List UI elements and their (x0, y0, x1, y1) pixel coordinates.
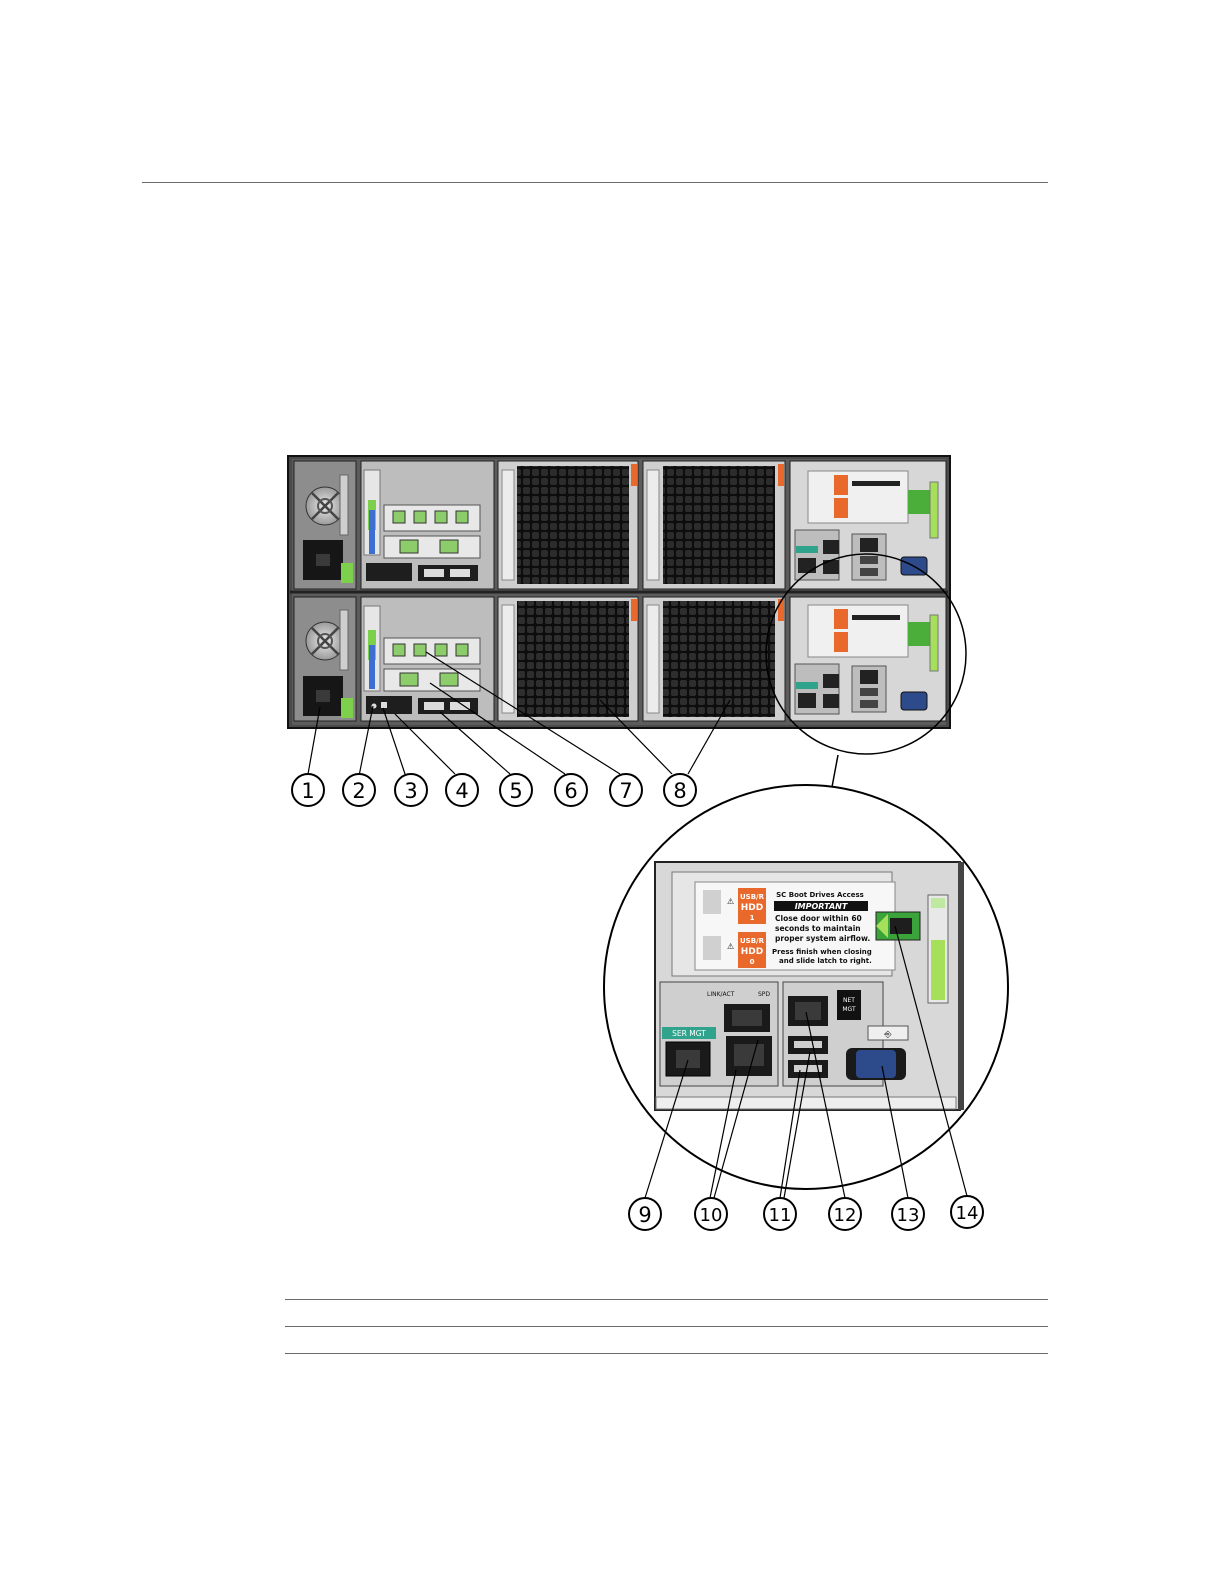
svg-text:⚠: ⚠ (727, 897, 734, 906)
callout-3: 3 (395, 774, 427, 806)
callout-5: 5 (500, 774, 532, 806)
ethernet-port[interactable] (414, 644, 426, 656)
callout-8: 8 (664, 774, 696, 806)
svg-text:Press finish when closing: Press finish when closing (772, 948, 872, 956)
callout-1: 1 (292, 774, 324, 806)
drive-tag-2: USB/R HDD 0 (738, 932, 766, 968)
power-supply-top[interactable] (294, 461, 356, 589)
callout-2: 2 (343, 774, 375, 806)
callout-12: 12 (829, 1198, 861, 1230)
callouts-bottom: 9 10 11 12 13 14 (629, 1196, 983, 1230)
svg-text:SER MGT: SER MGT (672, 1029, 706, 1038)
fiber-card (384, 669, 480, 691)
fiber-port[interactable] (440, 673, 458, 686)
svg-text:and slide latch to right.: and slide latch to right. (779, 957, 872, 965)
svg-text:2: 2 (352, 779, 365, 803)
svg-text:⚠: ⚠ (727, 942, 734, 951)
fan-module-2[interactable] (643, 461, 785, 589)
svg-text:9: 9 (638, 1203, 651, 1227)
fan-module-4[interactable] (643, 597, 785, 721)
system-controller-bottom (790, 597, 946, 721)
svg-text:seconds to maintain: seconds to maintain (775, 924, 861, 933)
svg-text:12: 12 (834, 1205, 857, 1226)
svg-text:3: 3 (404, 779, 417, 803)
svg-text:MGT: MGT (842, 1006, 856, 1013)
svg-text:USB/R: USB/R (740, 893, 765, 901)
svg-text:proper system airflow.: proper system airflow. (775, 934, 870, 943)
ethernet-port[interactable] (435, 644, 447, 656)
svg-text:4: 4 (455, 779, 468, 803)
svg-text:NET: NET (843, 997, 855, 1004)
svg-text:SPD: SPD (758, 991, 770, 998)
svg-text:8: 8 (673, 779, 686, 803)
callout-10: 10 (695, 1198, 727, 1230)
svg-text:HDD: HDD (741, 947, 763, 957)
ethernet-port[interactable] (456, 644, 468, 656)
svg-text:USB/R: USB/R (740, 937, 765, 945)
svg-text:LINK/ACT: LINK/ACT (707, 991, 735, 998)
ser-mgt-port[interactable]: SER MGT (662, 1027, 716, 1076)
svg-text:10: 10 (700, 1205, 723, 1226)
callout-4: 4 (446, 774, 478, 806)
io-module-bottom (361, 597, 494, 721)
svg-text:Close door within 60: Close door within 60 (775, 914, 862, 923)
svg-text:HDD: HDD (741, 903, 763, 913)
svg-text:6: 6 (564, 779, 577, 803)
fiber-port[interactable] (400, 673, 418, 686)
svg-text:SC Boot Drives Access: SC Boot Drives Access (776, 891, 864, 899)
psu-latch[interactable] (341, 698, 353, 718)
callout-9: 9 (629, 1198, 661, 1230)
fan-module-1[interactable] (498, 461, 638, 589)
fan-module-3[interactable] (498, 597, 638, 721)
zoom-connector-line (832, 755, 838, 787)
svg-text:7: 7 (619, 779, 632, 803)
callouts-top: 1 2 3 4 5 6 7 8 (292, 774, 696, 806)
sas-port[interactable] (424, 702, 444, 710)
callout-11: 11 (764, 1198, 796, 1230)
svg-text:0: 0 (750, 958, 755, 966)
callout-6: 6 (555, 774, 587, 806)
svg-text:11: 11 (769, 1205, 792, 1226)
svg-text:1: 1 (301, 779, 314, 803)
callout-14: 14 (951, 1196, 983, 1228)
ethernet-port[interactable] (393, 644, 405, 656)
svg-text:1: 1 (750, 914, 755, 922)
io-module-top (361, 461, 494, 589)
svg-text:14: 14 (956, 1203, 979, 1224)
video-icon: ⎆ (884, 1030, 892, 1040)
psu-latch[interactable] (341, 563, 353, 583)
callout-13: 13 (892, 1198, 924, 1230)
drive-tag-1: USB/R HDD 1 (738, 888, 766, 924)
power-supply-bottom[interactable] (294, 597, 356, 721)
airflow-label: SC Boot Drives Access IMPORTANT Close do… (772, 891, 872, 965)
callout-7: 7 (610, 774, 642, 806)
svg-text:13: 13 (897, 1205, 920, 1226)
ac-power-inlet[interactable] (316, 690, 330, 702)
svg-text:5: 5 (509, 779, 522, 803)
svg-text:IMPORTANT: IMPORTANT (795, 902, 848, 911)
